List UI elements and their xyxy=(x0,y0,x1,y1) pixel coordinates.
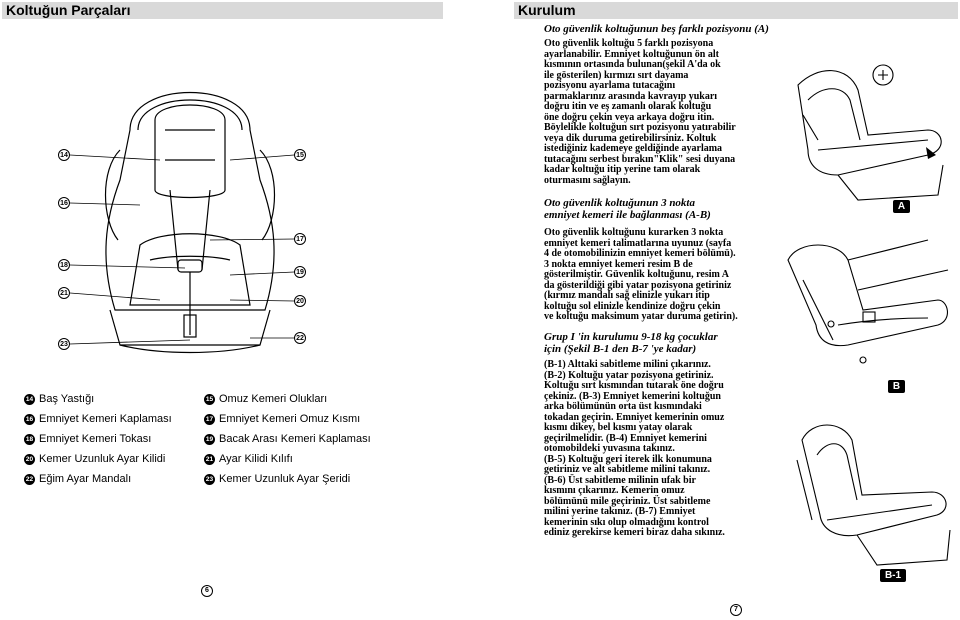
legend-item: 17 Emniyet Kemeri Omuz Kısmı xyxy=(204,413,360,426)
legend-number: 17 xyxy=(204,414,215,425)
legend-number: 23 xyxy=(204,474,215,485)
legend-number: 19 xyxy=(204,434,215,445)
legend-number: 14 xyxy=(24,394,35,405)
legend-number: 16 xyxy=(24,414,35,425)
callout-16: 16 xyxy=(58,197,70,209)
callout-21: 21 xyxy=(58,287,70,299)
callout-14: 14 xyxy=(58,149,70,161)
legend-label: Ayar Kilidi Kılıfı xyxy=(219,453,293,465)
legend-item: 21 Ayar Kilidi Kılıfı xyxy=(204,453,293,466)
legend-label: Omuz Kemeri Olukları xyxy=(219,393,328,405)
callout-15: 15 xyxy=(294,149,306,161)
legend-label: Kemer Uzunluk Ayar Şeridi xyxy=(219,473,351,485)
legend-label: Baş Yastığı xyxy=(39,393,95,405)
page-number-right: 7 xyxy=(730,604,742,616)
right-page-header: Kurulum xyxy=(514,2,958,19)
figure-b-badge: B xyxy=(888,380,905,393)
figure-b1-illustration xyxy=(796,424,951,566)
figure-a-badge: A xyxy=(893,200,910,213)
figure-b-illustration xyxy=(787,239,949,364)
legend-number: 22 xyxy=(24,474,35,485)
legend-number: 21 xyxy=(204,454,215,465)
callout-20: 20 xyxy=(294,295,306,307)
legend-label: Emniyet Kemeri Kaplaması xyxy=(39,413,172,425)
section-b-text: Oto güvenlik koltuğunu kurarken 3 nokta … xyxy=(544,227,738,322)
legend-label: Emniyet Kemeri Omuz Kısmı xyxy=(219,413,361,425)
legend-item: 20 Kemer Uzunluk Ayar Kilidi xyxy=(24,453,165,466)
section-a-title: Oto güvenlik koltuğunun beş farklı pozis… xyxy=(544,23,769,35)
callout-17: 17 xyxy=(294,233,306,245)
section-a-text: Oto güvenlik koltuğu 5 farklı pozisyona … xyxy=(544,38,736,186)
legend-label: Emniyet Kemeri Tokası xyxy=(39,433,152,445)
legend-label: Kemer Uzunluk Ayar Kilidi xyxy=(39,453,166,465)
left-page-header: Koltuğun Parçaları xyxy=(2,2,443,19)
callout-leader-lines xyxy=(69,154,295,345)
callout-23: 23 xyxy=(58,338,70,350)
legend-item: 19 Bacak Arası Kemeri Kaplaması xyxy=(204,433,371,446)
legend-number: 18 xyxy=(24,434,35,445)
legend-item: 14 Baş Yastığı xyxy=(24,393,94,406)
legend-item: 18 Emniyet Kemeri Tokası xyxy=(24,433,151,446)
legend-number: 20 xyxy=(24,454,35,465)
legend-item: 23 Kemer Uzunluk Ayar Şeridi xyxy=(204,473,350,486)
figure-a-illustration xyxy=(797,64,944,201)
page-number-left: 6 xyxy=(201,585,213,597)
car-seat-parts-diagram xyxy=(105,92,275,354)
legend-item: 22 Eğim Ayar Mandalı xyxy=(24,473,131,486)
section-c-title: Grup I 'in kurulumu 9-18 kg çocuklar içi… xyxy=(544,331,718,355)
section-c-text: (B-1) Alttaki sabitleme milini çıkarınız… xyxy=(544,359,725,538)
legend-number: 15 xyxy=(204,394,215,405)
legend-item: 15 Omuz Kemeri Olukları xyxy=(204,393,327,406)
figure-b1-badge: B-1 xyxy=(880,569,906,582)
callout-18: 18 xyxy=(58,259,70,271)
legend-label: Eğim Ayar Mandalı xyxy=(39,473,132,485)
callout-22: 22 xyxy=(294,332,306,344)
legend-label: Bacak Arası Kemeri Kaplaması xyxy=(219,433,371,445)
callout-19: 19 xyxy=(294,266,306,278)
legend-item: 16 Emniyet Kemeri Kaplaması xyxy=(24,413,172,426)
section-b-title: Oto güvenlik koltuğunun 3 nokta emniyet … xyxy=(544,197,711,221)
